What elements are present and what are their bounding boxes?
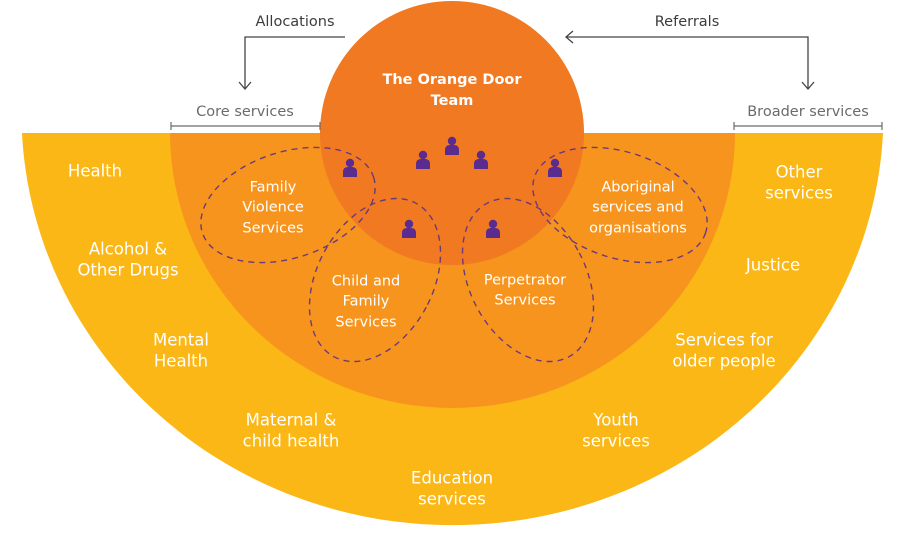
broader-services-bracket [733, 122, 883, 130]
label-line: Alcohol & [88, 239, 168, 259]
allocations-arrow [244, 36, 345, 88]
label-line: Maternal & [245, 410, 337, 430]
broader-service-justice: Justice [746, 256, 800, 277]
label-line: Health [153, 351, 209, 370]
allocations-arrowhead-icon [238, 81, 252, 90]
core-service-perpetrator: Perpetrator Services [484, 271, 566, 312]
broader-service-older-people: Services for older people [672, 330, 775, 371]
family-violence-outline [200, 146, 376, 264]
team-title-line: The Orange Door [382, 71, 522, 88]
label-line: older people [672, 351, 776, 370]
label-line: Services [242, 220, 304, 237]
broader-service-youth: Youth services [582, 410, 650, 451]
core-services-label: Core services [196, 104, 294, 120]
core-service-family-violence: Family Violence Services [242, 178, 304, 239]
core-services-ring [170, 133, 735, 408]
label-line: Family [249, 179, 297, 196]
referrals-label: Referrals [654, 14, 720, 30]
core-services-bracket [170, 122, 321, 130]
perpetrator-outline [461, 197, 595, 363]
label-line: child health [242, 431, 340, 450]
referrals-arrowhead-icon [565, 30, 574, 44]
broader-services-label: Broader services [747, 104, 869, 120]
team-title-line: Team [430, 93, 474, 109]
label-line: Mental [152, 330, 210, 350]
orange-door-team-circle [320, 1, 584, 265]
label-line: Child and [331, 273, 401, 290]
label-line: Health [67, 161, 123, 181]
label-line: Services for [675, 330, 773, 350]
label-line: Services [335, 314, 397, 331]
label-line: Other Drugs [77, 260, 179, 279]
label-line: services [765, 183, 833, 202]
label-line: services [418, 489, 486, 508]
label-line: organisations [589, 220, 687, 237]
label-line: Justice [745, 255, 801, 275]
broader-service-alcohol-drugs: Alcohol & Other Drugs [77, 239, 178, 280]
label-line: Aboriginal [601, 179, 675, 196]
broader-service-education: Education services [411, 468, 493, 509]
broader-service-maternal-child-health: Maternal & child health [243, 410, 340, 451]
label-line: Services [494, 293, 556, 309]
core-service-child-family: Child and Family Services [332, 272, 400, 333]
label-line: Education [410, 468, 494, 488]
label-line: Perpetrator [483, 272, 567, 289]
broader-service-other: Other services [765, 162, 833, 203]
core-service-aboriginal: Aboriginal services and organisations [589, 178, 687, 239]
broader-service-mental-health: Mental Health [153, 330, 209, 371]
label-line: services and [592, 199, 684, 216]
label-line: Violence [242, 199, 304, 216]
label-line: Other [775, 162, 823, 182]
label-line: services [582, 431, 650, 450]
allocations-label: Allocations [255, 14, 335, 30]
label-line: Youth [593, 410, 639, 430]
child-family-outline [308, 197, 442, 363]
label-line: Family [342, 293, 390, 310]
broader-service-health: Health [68, 162, 122, 183]
referrals-down-arrowhead-icon [801, 81, 815, 90]
team-title: The Orange Door Team [382, 70, 521, 112]
aboriginal-outline [532, 146, 708, 264]
referrals-arrow [567, 36, 809, 88]
